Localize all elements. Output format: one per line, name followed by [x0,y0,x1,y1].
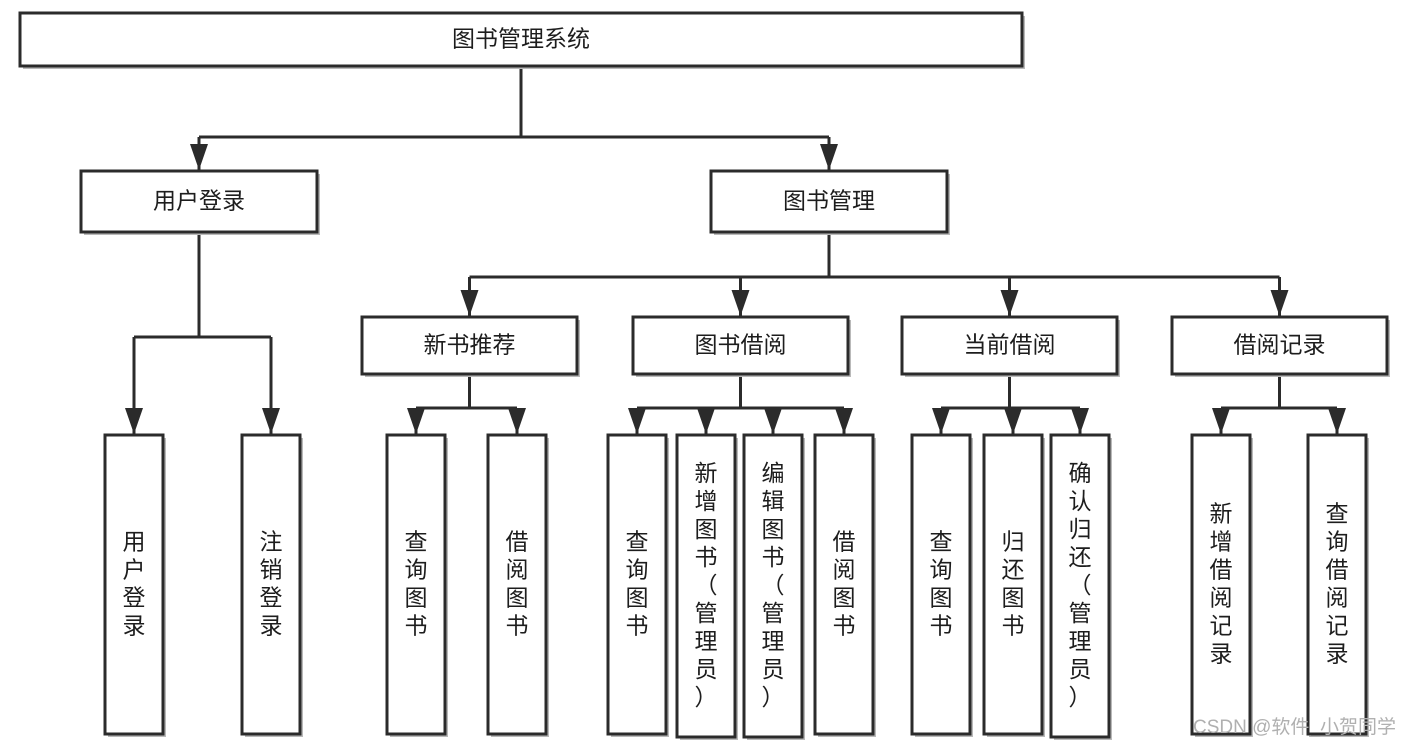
node-box[interactable] [1049,433,1111,739]
node-borrow-record[interactable]: 借阅记录 [1170,315,1390,377]
node-box[interactable] [709,169,949,234]
arrow-head-icon [460,290,479,316]
nodes-layer: 图书管理系统用户登录图书管理新书推荐图书借阅当前借阅借阅记录用户登录注销登录查询… [18,11,1390,740]
node-box[interactable] [360,315,579,376]
node-box[interactable] [240,433,302,736]
node-leaf-query-book-borrow[interactable]: 查询图书 [606,433,669,737]
node-box[interactable] [103,433,165,736]
arrow-head-icon [1212,408,1230,434]
arrow-head-icon [697,408,715,434]
node-box[interactable] [900,315,1119,376]
node-box[interactable] [606,433,668,736]
arrow-head-icon [262,408,280,434]
node-leaf-query-book-cur[interactable]: 查询图书 [910,433,973,737]
node-label: 注销登录 [260,529,283,639]
node-box[interactable] [631,315,850,376]
node-label: 用户登录 [123,529,146,639]
node-box[interactable] [18,11,1024,68]
node-label: 新增借阅记录 [1210,501,1233,667]
node-book-borrow[interactable]: 图书借阅 [631,315,851,377]
node-user-login[interactable]: 用户登录 [79,169,320,235]
node-leaf-borrow-book-rec[interactable]: 借阅图书 [486,433,549,737]
node-leaf-user-login[interactable]: 用户登录 [103,433,166,737]
node-label: 查询图书 [626,529,649,639]
node-label: 用户登录 [153,188,245,214]
csdn-watermark: CSDN @软件_小贺同学 [1193,716,1396,738]
arrow-head-icon [1071,408,1089,434]
arrow-head-icon [508,408,526,434]
node-label: 借阅图书 [833,529,856,639]
node-box[interactable] [982,433,1044,736]
arrow-head-icon [1004,408,1022,434]
arrow-head-icon [835,408,853,434]
node-current-borrow[interactable]: 当前借阅 [900,315,1120,377]
node-box[interactable] [1190,433,1252,736]
arrow-head-icon [764,408,782,434]
node-label: 编辑图书（管理员） [762,460,785,710]
node-leaf-query-borrow-record[interactable]: 查询借阅记录 [1306,433,1369,737]
node-box[interactable] [910,433,972,736]
arrow-head-icon [1270,290,1289,316]
arrow-head-icon [190,144,208,170]
node-label: 查询图书 [930,529,953,639]
node-label: 确认归还（管理员） [1069,460,1092,710]
node-label: 查询图书 [405,529,428,639]
arrow-head-icon [628,408,646,434]
arrow-head-icon [407,408,425,434]
node-label: 新书推荐 [424,332,516,358]
node-label: 借阅记录 [1234,332,1326,358]
node-leaf-borrow-book-borrow[interactable]: 借阅图书 [813,433,876,737]
node-box[interactable] [742,433,804,739]
arrow-head-icon [1000,290,1019,316]
node-box[interactable] [385,433,447,736]
node-label: 借阅图书 [506,529,529,639]
node-box[interactable] [675,433,737,739]
node-label: 归还图书 [1002,529,1025,639]
node-leaf-add-book-admin[interactable]: 新增图书（管理员） [675,433,738,740]
node-leaf-user-logout[interactable]: 注销登录 [240,433,303,737]
node-book-manage[interactable]: 图书管理 [709,169,950,235]
node-label: 当前借阅 [964,332,1056,358]
node-box[interactable] [1170,315,1389,376]
arrow-head-icon [820,144,838,170]
node-box[interactable] [813,433,875,736]
node-box[interactable] [486,433,548,736]
node-label: 图书管理 [783,188,875,214]
node-leaf-return-book[interactable]: 归还图书 [982,433,1045,737]
arrow-head-icon [1328,408,1346,434]
node-leaf-edit-book-admin[interactable]: 编辑图书（管理员） [742,433,805,740]
node-box[interactable] [79,169,319,234]
arrow-head-icon [731,290,750,316]
node-label: 新增图书（管理员） [695,460,718,710]
arrow-head-icon [932,408,950,434]
node-new-book-recommend[interactable]: 新书推荐 [360,315,580,377]
node-leaf-query-book-rec[interactable]: 查询图书 [385,433,448,737]
node-leaf-confirm-return-admin[interactable]: 确认归还（管理员） [1049,433,1112,740]
connectors-layer [125,66,1346,434]
node-label: 图书管理系统 [452,26,590,52]
arrow-head-icon [125,408,143,434]
node-label: 查询借阅记录 [1326,501,1349,667]
node-box[interactable] [1306,433,1368,736]
node-leaf-add-borrow-record[interactable]: 新增借阅记录 [1190,433,1253,737]
node-label: 图书借阅 [695,332,787,358]
node-root[interactable]: 图书管理系统 [18,11,1025,69]
